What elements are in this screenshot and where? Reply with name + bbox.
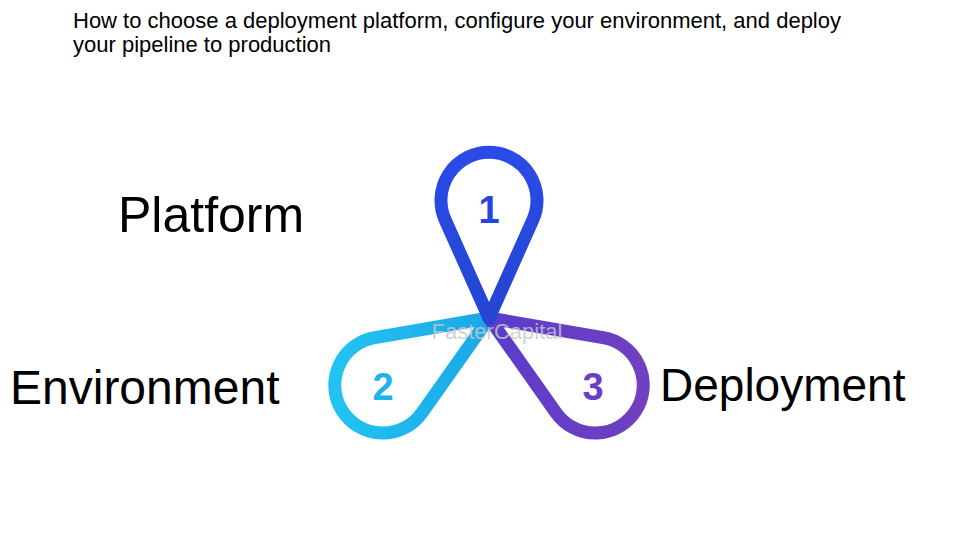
loop-node: 1 bbox=[457, 178, 521, 242]
step-label: Deployment bbox=[660, 360, 905, 411]
watermark: FasterCapital bbox=[432, 320, 563, 344]
loop-one bbox=[441, 152, 537, 318]
loop-node: 3 bbox=[561, 355, 625, 419]
step-number: 3 bbox=[582, 368, 603, 406]
step-number: 2 bbox=[372, 368, 393, 406]
step-label: Environment bbox=[10, 362, 279, 415]
step-label: Platform bbox=[118, 188, 304, 243]
loop-node: 2 bbox=[351, 355, 415, 419]
page-title: How to choose a deployment platform, con… bbox=[73, 9, 873, 57]
step-number: 1 bbox=[478, 191, 499, 229]
